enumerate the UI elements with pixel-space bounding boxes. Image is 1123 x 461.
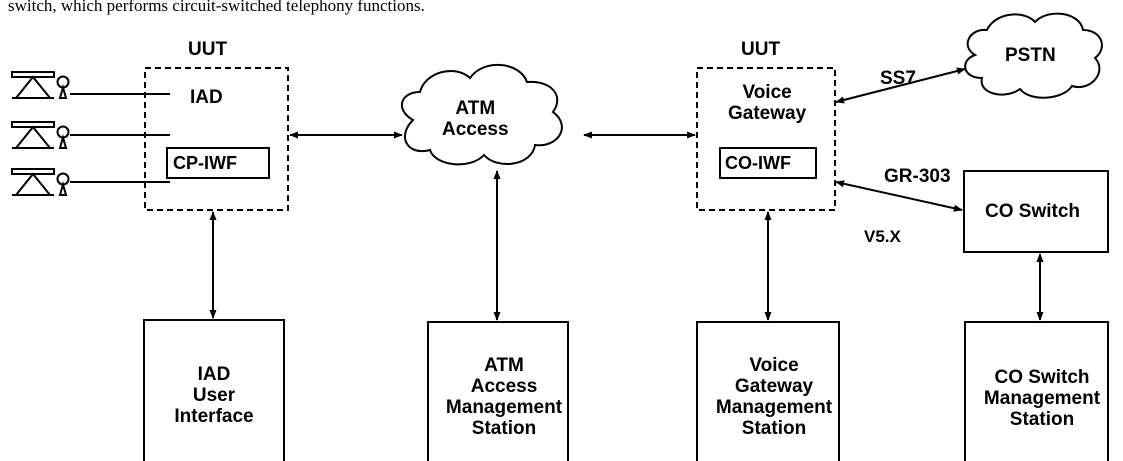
voice-gateway-management-label: Voice Gateway Management Station [715,355,833,439]
co-switch-label: CO Switch [985,201,1081,222]
atm-access-management-label: ATM Access Management Station [445,355,563,439]
cp-iwf-box [166,147,270,179]
iad-user-interface-box [143,319,285,461]
gr303-link-arrow [835,180,963,212]
iad-uut-box [144,67,289,211]
iad-uut-label: UUT [188,39,228,60]
ss7-label: SS7 [880,68,916,89]
iad-title: IAD [190,87,223,108]
co-iwf-label: CO-IWF [725,153,791,173]
v5x-label: V5.X [864,227,901,246]
telephone-icon [11,168,70,196]
iad-user-interface-label: IAD User Interface [174,364,254,427]
atm-access-management-box [427,321,569,461]
gr303-label: GR-303 [884,166,951,187]
telephone-icon [11,71,70,99]
cp-iwf-label: CP-IWF [173,153,237,173]
atm-access-cloud [401,64,563,166]
gateway-uut-label: UUT [741,39,781,60]
co-switch-management-box [964,321,1109,461]
telephone-icon [11,121,70,149]
pstn-label: PSTN [1005,45,1056,66]
pstn-cloud [964,12,1103,99]
co-switch-management-label: CO Switch Management Station [983,367,1101,430]
co-switch-box [963,170,1109,253]
co-iwf-box [719,147,817,179]
atm-access-label: ATM Access [442,98,509,140]
ss7-link-arrow [835,67,966,104]
voice-gateway-title: Voice Gateway [728,82,807,124]
voice-gateway-management-box [696,321,840,461]
figure-caption-fragment: switch, which performs circuit-switched … [8,0,425,15]
